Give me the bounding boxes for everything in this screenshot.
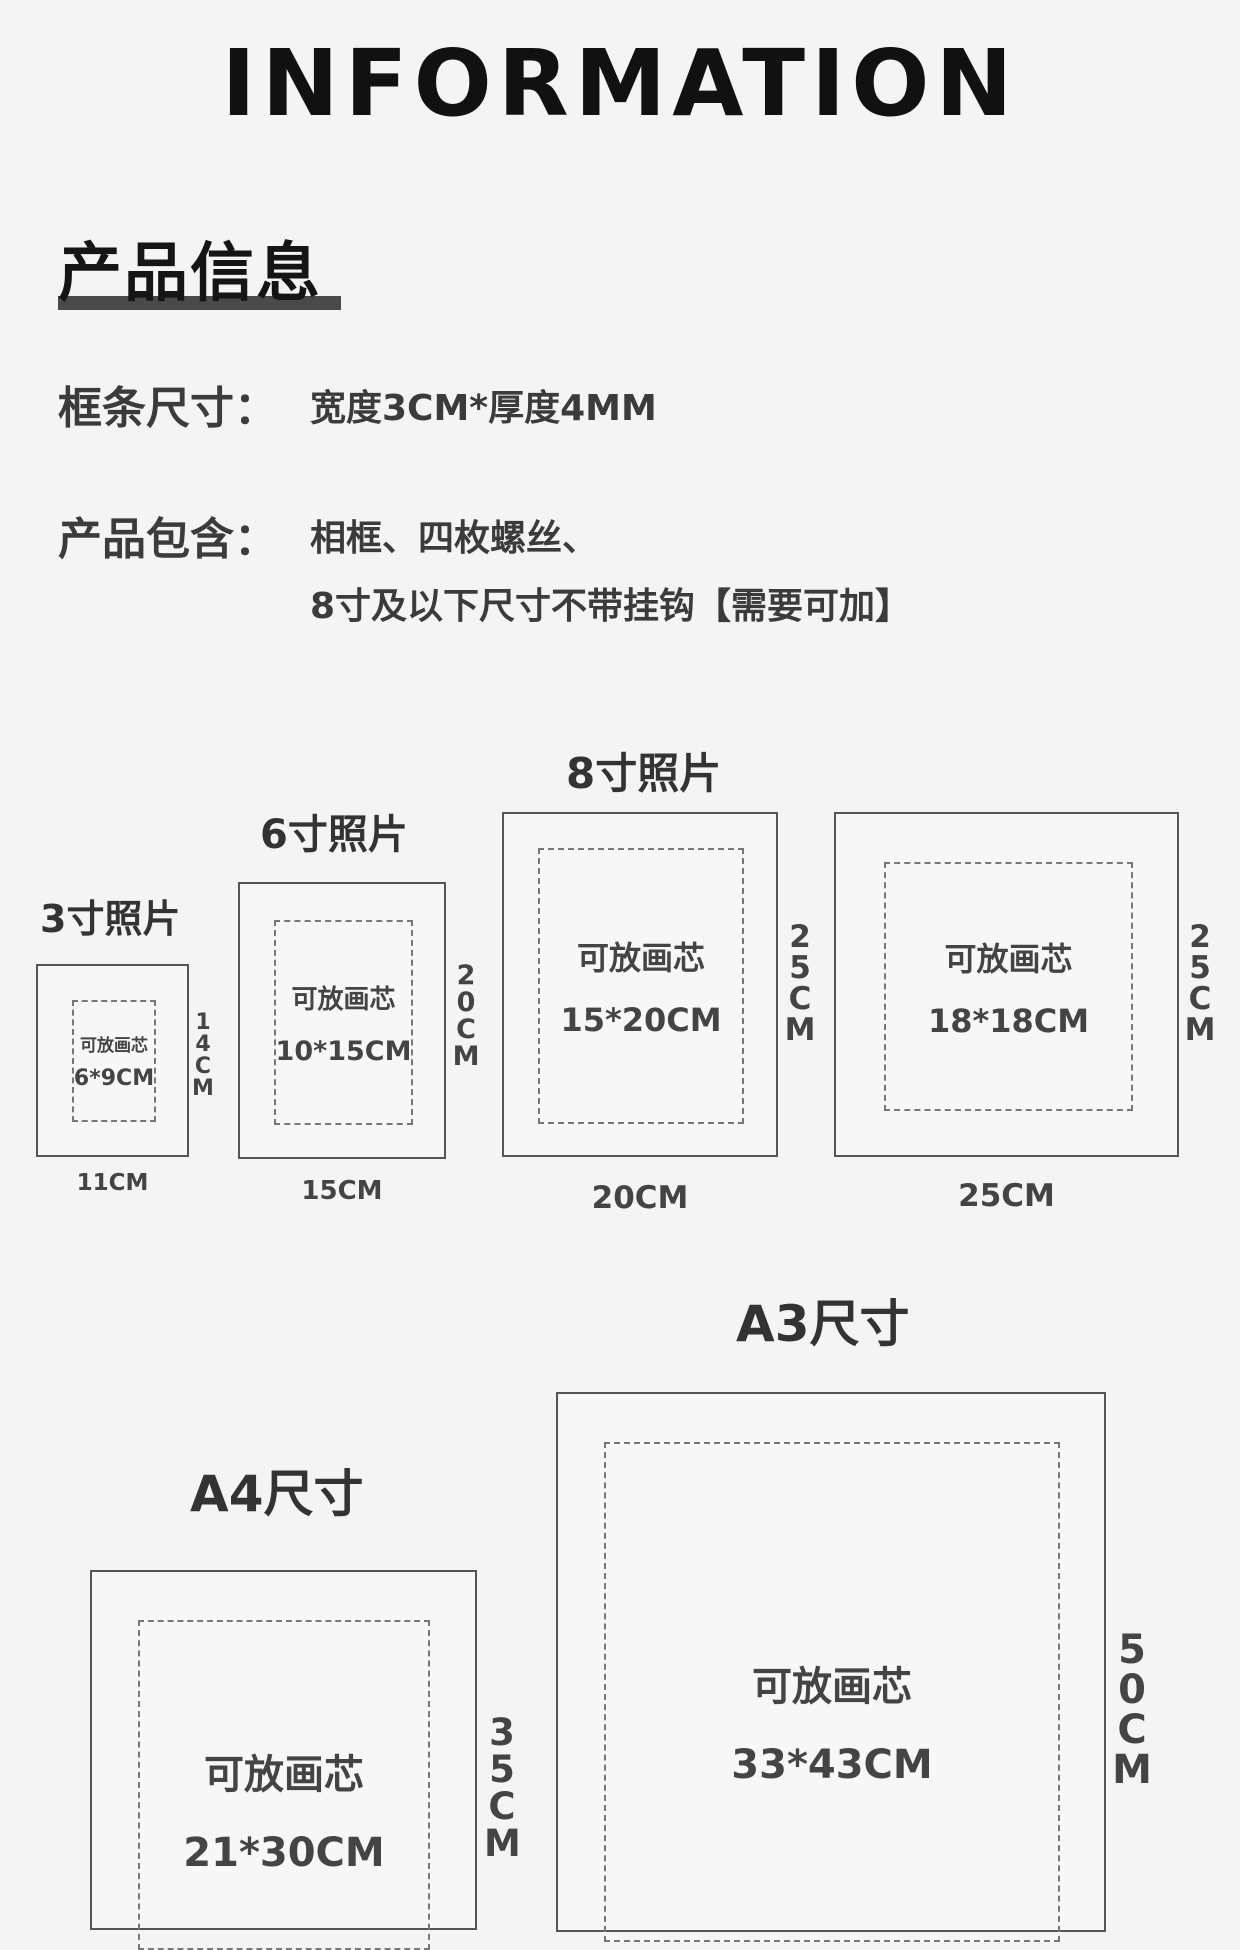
frame-8inch: 可放画芯 15*20CM xyxy=(502,812,778,1157)
frame-6inch: 可放画芯 10*15CM xyxy=(238,882,446,1159)
frame-3inch-width: 11CM xyxy=(76,1170,149,1196)
frame-3inch: 可放画芯 6*9CM xyxy=(36,964,189,1157)
frame-6inch-inner-label: 可放画芯 xyxy=(291,984,396,1015)
frame-a4-inner-size: 21*30CM xyxy=(183,1830,385,1876)
frame-a3-inner-size: 33*43CM xyxy=(731,1742,933,1788)
includes-label: 产品包含： xyxy=(58,514,278,565)
frame-caption-3inch: 3寸照片 xyxy=(40,897,181,941)
frame-8inch-inner: 可放画芯 15*20CM xyxy=(538,848,744,1124)
frame-3inch-inner: 可放画芯 6*9CM xyxy=(72,1000,156,1122)
page-title: INFORMATION xyxy=(221,30,1019,137)
frame-square-inner-label: 可放画芯 xyxy=(944,939,1073,978)
frame-size-value: 宽度3CM*厚度4MM xyxy=(310,388,657,429)
section-heading: 产品信息 xyxy=(58,237,322,311)
frame-3inch-inner-label: 可放画芯 xyxy=(80,1036,148,1056)
frame-caption-8inch: 8寸照片 xyxy=(566,749,722,798)
frame-a4-inner-label: 可放画芯 xyxy=(204,1752,364,1798)
frame-6inch-inner-size: 10*15CM xyxy=(275,1035,412,1067)
frame-a3: 可放画芯 33*43CM xyxy=(556,1392,1106,1942)
frame-square-inner-size: 18*18CM xyxy=(927,1001,1090,1040)
frame-a3-inner: 可放画芯 33*43CM xyxy=(604,1442,1060,1942)
frame-8inch-height: 25CM xyxy=(784,919,816,1048)
frame-3inch-inner-size: 6*9CM xyxy=(73,1066,155,1091)
frame-6inch-width: 15CM xyxy=(301,1176,383,1206)
frame-8inch-width: 20CM xyxy=(591,1180,689,1216)
frame-a3-height: 50CM xyxy=(1112,1627,1152,1793)
frame-3inch-height: 14CM xyxy=(192,1010,214,1101)
frame-square-width: 25CM xyxy=(958,1178,1055,1214)
frame-a4: 可放画芯 21*30CM xyxy=(90,1570,477,1950)
heading-underline xyxy=(58,296,341,310)
frame-6inch-inner: 可放画芯 10*15CM xyxy=(274,920,413,1125)
frame-a4-height: 35CM xyxy=(484,1711,521,1865)
frame-8inch-inner-size: 15*20CM xyxy=(560,1001,722,1039)
frame-8inch-inner-label: 可放画芯 xyxy=(576,939,705,977)
frame-square: 可放画芯 18*18CM xyxy=(834,812,1179,1157)
frame-caption-a4: A4尺寸 xyxy=(190,1465,364,1523)
frame-6inch-height: 20CM xyxy=(452,960,480,1072)
frame-square-inner: 可放画芯 18*18CM xyxy=(884,862,1133,1111)
frame-a4-inner: 可放画芯 21*30CM xyxy=(138,1620,430,1950)
includes-line-2: 8寸及以下尺寸不带挂钩【需要可加】 xyxy=(310,586,912,627)
frame-caption-a3: A3尺寸 xyxy=(736,1295,910,1353)
frame-size-label: 框条尺寸： xyxy=(58,383,278,434)
frame-caption-6inch: 6寸照片 xyxy=(260,812,408,858)
includes-line-1: 相框、四枚螺丝、 xyxy=(310,518,599,559)
frame-a3-inner-label: 可放画芯 xyxy=(752,1664,912,1710)
frame-square-height: 25CM xyxy=(1184,919,1216,1048)
